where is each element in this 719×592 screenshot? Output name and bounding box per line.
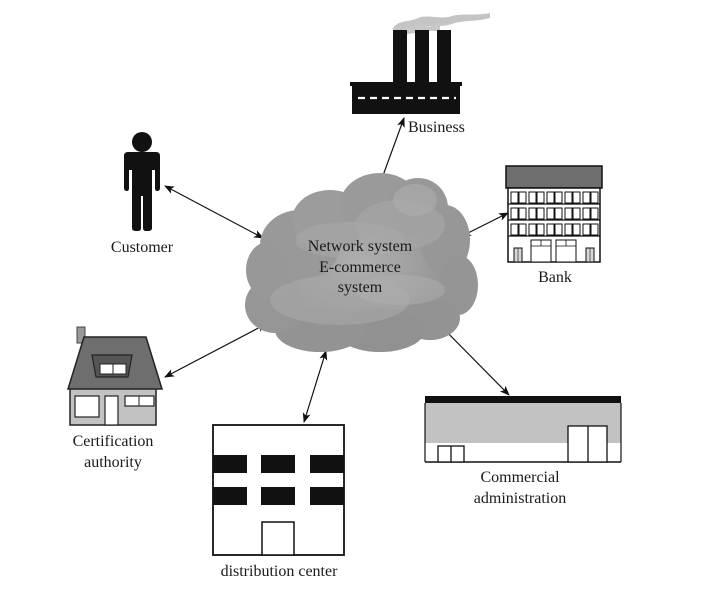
bank-window [546,191,555,204]
warehouse-icon [424,396,622,463]
bank-window [572,191,581,204]
bank-building-icon [505,165,603,263]
network-cloud: Network system E-commerce system [245,173,478,352]
bank-window [564,223,573,236]
bank-window [554,191,563,204]
node-distribution-center: distribution center [212,424,345,580]
bank-window [546,223,555,236]
label-certification-authority-line-1: Certification [73,433,154,450]
bank-window [582,223,591,236]
bank-window [590,191,599,204]
factory-icon [350,13,490,114]
bank-window [546,207,555,220]
label-commercial-administration-line-1: Commercial [480,469,560,486]
label-bank: Bank [538,269,572,286]
bank-window [572,223,581,236]
bank-window [536,191,545,204]
bank-window [536,223,545,236]
label-business: Business [408,119,465,136]
node-bank: Bank [505,165,603,286]
bank-window [564,191,573,204]
connection-bank [461,212,509,237]
bank-window [510,191,519,204]
label-commercial-administration-line-2: administration [474,490,566,507]
connection-distribution-center [302,350,328,423]
bank-window [572,207,581,220]
bank-window [582,207,591,220]
smoke [393,13,490,34]
bank-window [582,191,591,204]
bank-window [554,207,563,220]
node-commercial-administration: Commercial administration [424,396,622,507]
connection-customer [164,185,264,239]
person-icon [124,132,160,231]
office-building-icon [212,424,345,556]
house-icon [66,326,164,426]
bank-window [528,191,537,204]
bank-window [518,207,527,220]
label-certification-authority-line-2: authority [84,454,142,471]
cloud-label-line-1: Network system [308,238,413,255]
bank-window [518,191,527,204]
bank-window [564,207,573,220]
bank-window [528,207,537,220]
bank-window [590,223,599,236]
bank-window [554,223,563,236]
node-certification-authority: Certification authority [66,326,164,471]
node-business: Business [350,13,490,136]
label-customer: Customer [111,239,174,256]
bank-window [536,207,545,220]
bank-window [590,207,599,220]
label-distribution-center: distribution center [221,563,339,580]
bank-window [510,207,519,220]
cloud-label-line-2: E-commerce [319,259,401,276]
connection-certification-authority [164,323,267,378]
bank-window [510,223,519,236]
bank-window [518,223,527,236]
cloud-shape [245,173,478,352]
bank-window [528,223,537,236]
node-customer: Customer [111,132,174,256]
cloud-label-line-3: system [338,279,383,296]
